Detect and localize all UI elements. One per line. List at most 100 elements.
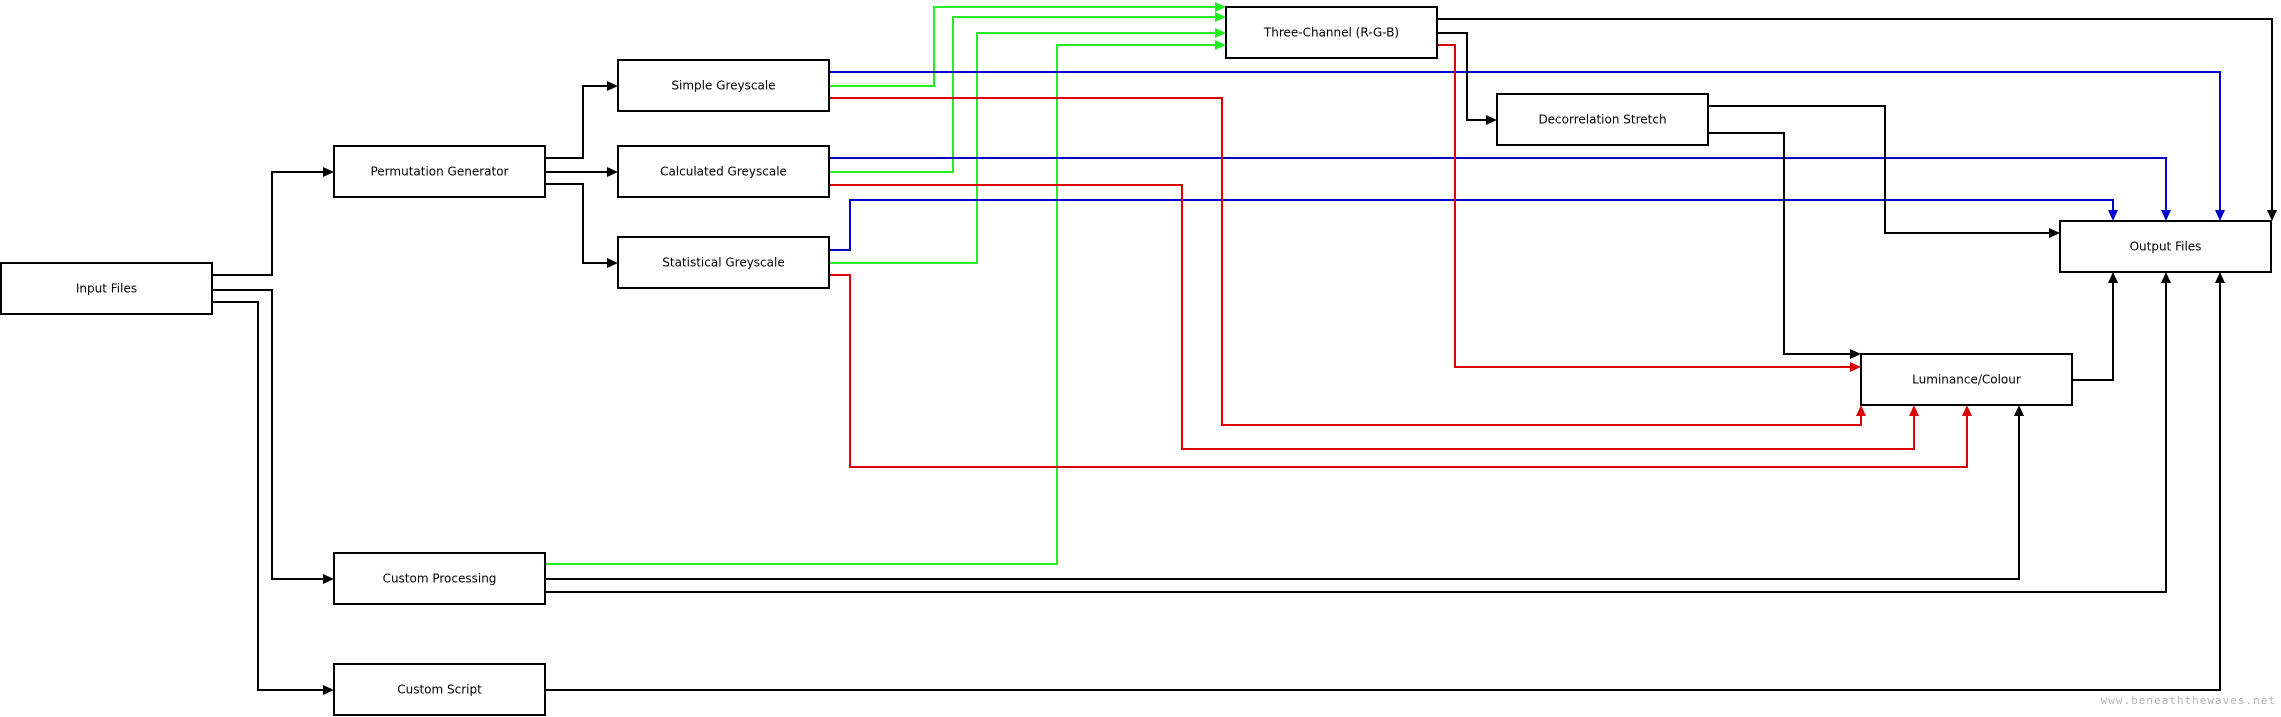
edge-input-to-cproc — [212, 289, 334, 584]
edge-arrowhead — [323, 167, 334, 177]
node-label: Three-Channel (R-G-B) — [1263, 26, 1399, 40]
node-calculated-greyscale[interactable]: Calculated Greyscale — [617, 145, 830, 198]
edge-line — [829, 157, 2167, 212]
node-label: Input Files — [76, 282, 137, 296]
node-custom-script[interactable]: Custom Script — [333, 663, 546, 716]
edge-arrowhead — [323, 574, 334, 584]
edge-perm-to-simple — [545, 81, 618, 159]
edge-line — [212, 289, 325, 580]
edge-line — [545, 414, 2020, 580]
edge-line — [829, 6, 1217, 87]
node-label: Statistical Greyscale — [662, 256, 784, 270]
edge-line — [212, 171, 325, 276]
node-permutation-generator[interactable]: Permutation Generator — [333, 145, 546, 198]
edge-rgb-to-lum — [1437, 44, 1861, 372]
node-label: Custom Script — [397, 683, 482, 697]
edge-arrowhead — [1215, 2, 1226, 12]
edge-calc-to-lum — [829, 184, 1919, 450]
node-output-files[interactable]: Output Files — [2059, 220, 2272, 273]
edge-arrowhead — [2014, 405, 2024, 416]
edge-lum-to-output — [2072, 272, 2118, 381]
edge-perm-to-stat — [545, 183, 618, 268]
edge-cproc-to-output — [545, 272, 2171, 593]
edge-line — [829, 16, 1217, 173]
edge-arrowhead — [1909, 405, 1919, 416]
edge-stat-to-lum — [829, 274, 1972, 468]
edge-arrowhead — [607, 258, 618, 268]
edge-line — [545, 44, 1217, 565]
edge-arrowhead — [323, 685, 334, 695]
edge-arrowhead — [2215, 210, 2225, 221]
edge-simple-to-lum — [829, 97, 1866, 426]
edge-arrowhead — [2049, 228, 2060, 238]
edge-decorr-to-lum — [1708, 132, 1861, 359]
node-label: Permutation Generator — [370, 165, 508, 179]
edge-arrowhead — [1850, 362, 1861, 372]
edge-perm-to-calc — [545, 167, 618, 177]
edge-line — [1437, 32, 1488, 121]
edge-layer — [212, 2, 2277, 695]
node-input-files[interactable]: Input Files — [0, 262, 213, 315]
edge-line — [829, 32, 1217, 264]
node-simple-greyscale[interactable]: Simple Greyscale — [617, 59, 830, 112]
node-decorrelation-stretch[interactable]: Decorrelation Stretch — [1496, 93, 1709, 146]
edge-rgb-to-output — [1437, 18, 2277, 221]
edge-arrowhead — [1486, 115, 1497, 125]
edge-calc-to-rgb — [829, 12, 1226, 173]
node-statistical-greyscale[interactable]: Statistical Greyscale — [617, 236, 830, 289]
edge-rgb-to-decorr — [1437, 32, 1497, 125]
edge-line — [829, 97, 1862, 426]
edge-cproc-to-lum — [545, 405, 2024, 580]
edge-line — [212, 301, 325, 691]
edge-line — [545, 281, 2167, 593]
node-label: Luminance/Colour — [1912, 373, 2021, 387]
edge-arrowhead — [607, 81, 618, 91]
edge-line — [829, 274, 1968, 468]
edge-line — [1437, 18, 2273, 212]
node-three-channel-rgb[interactable]: Three-Channel (R-G-B) — [1225, 6, 1438, 59]
edge-arrowhead — [1856, 405, 1866, 416]
edge-simple-to-rgb — [829, 2, 1226, 87]
edge-line — [2072, 281, 2114, 381]
edge-line — [829, 184, 1915, 450]
edge-input-to-cscript — [212, 301, 334, 695]
edge-line — [545, 183, 609, 264]
edge-arrowhead — [2108, 210, 2118, 221]
node-label: Simple Greyscale — [671, 79, 775, 93]
watermark: www.beneaththewaves.net — [2100, 694, 2276, 707]
edge-input-to-perm — [212, 167, 334, 276]
edge-arrowhead — [2267, 210, 2277, 221]
edge-arrowhead — [1215, 40, 1226, 50]
edge-line — [545, 85, 609, 159]
edge-arrowhead — [2161, 272, 2171, 283]
edge-arrowhead — [1215, 12, 1226, 22]
edge-arrowhead — [1850, 349, 1861, 359]
edge-calc-to-output — [829, 157, 2171, 221]
edge-arrowhead — [607, 167, 618, 177]
edge-cscript-to-output — [545, 272, 2225, 691]
edge-arrowhead — [2108, 272, 2118, 283]
edge-arrowhead — [1215, 28, 1226, 38]
node-custom-processing[interactable]: Custom Processing — [333, 552, 546, 605]
edge-simple-to-output — [829, 71, 2225, 221]
node-layer: Input Files Permutation Generator Simple… — [0, 6, 2272, 716]
edge-line — [829, 199, 2114, 251]
edge-stat-to-rgb — [829, 28, 1226, 264]
edge-line — [1708, 132, 1852, 355]
edge-line — [1708, 105, 2051, 234]
node-label: Custom Processing — [383, 572, 497, 586]
edge-arrowhead — [2161, 210, 2171, 221]
edge-line — [545, 281, 2221, 691]
edge-stat-to-output — [829, 199, 2118, 251]
node-luminance-colour[interactable]: Luminance/Colour — [1860, 353, 2073, 406]
edge-arrowhead — [1962, 405, 1972, 416]
edge-line — [829, 71, 2221, 212]
edge-cproc-to-rgb — [545, 40, 1226, 565]
node-label: Decorrelation Stretch — [1538, 113, 1666, 127]
edge-arrowhead — [2215, 272, 2225, 283]
edge-decorr-to-output — [1708, 105, 2060, 238]
node-label: Output Files — [2130, 240, 2202, 254]
node-label: Calculated Greyscale — [660, 165, 787, 179]
edge-line — [1437, 44, 1852, 368]
